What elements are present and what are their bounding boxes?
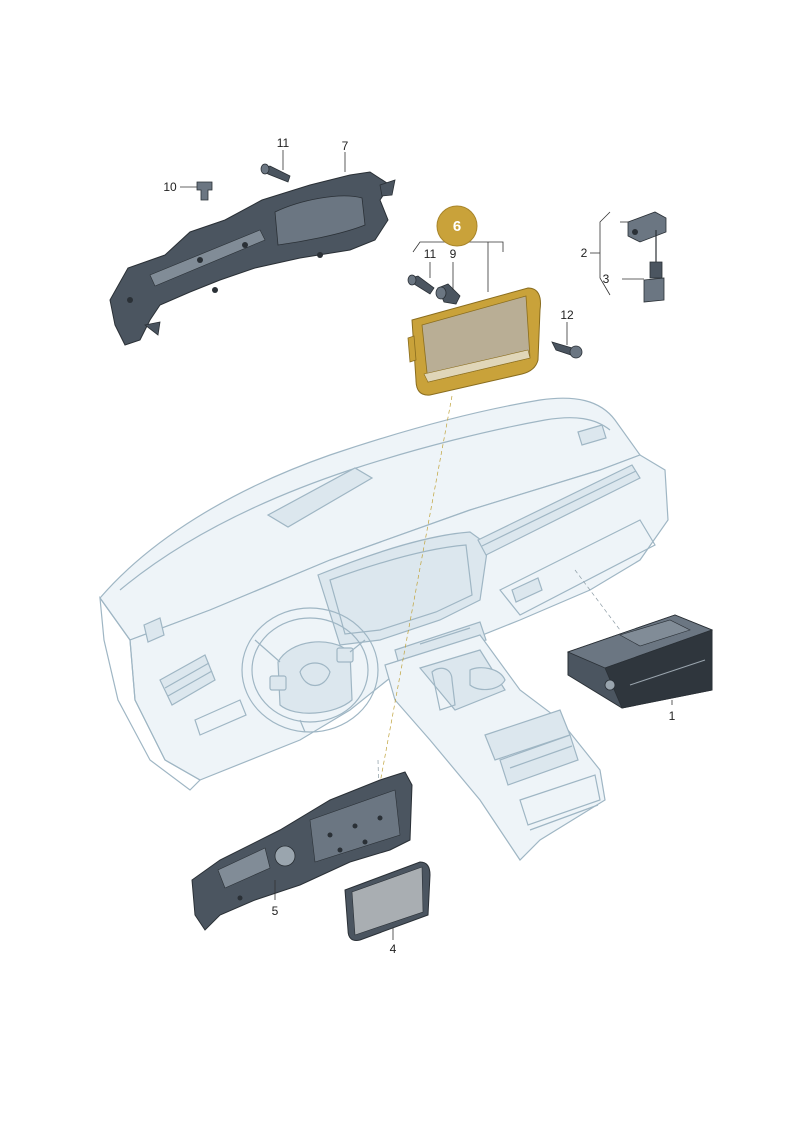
cluster-housing (317, 531, 489, 646)
callout-11-middle[interactable]: 11 (424, 247, 437, 261)
dashboard-top-surface (99, 397, 641, 641)
callout-labels: 11 7 10 11 9 12 2 3 1 5 4 (163, 136, 675, 956)
passenger-vent-strip (477, 464, 641, 556)
callout-1[interactable]: 1 (669, 709, 676, 723)
console-storage (519, 774, 601, 826)
part-4-cluster-display (344, 861, 431, 941)
callout-2[interactable]: 2 (581, 246, 588, 260)
leader-lines (180, 150, 673, 940)
callout-3[interactable]: 3 (603, 272, 610, 286)
part-5-cluster-carrier (191, 771, 413, 931)
highlight-label-6: 6 (453, 218, 461, 235)
part-11-screw-middle (407, 274, 435, 295)
rear-vents (499, 734, 579, 786)
callout-5[interactable]: 5 (272, 904, 279, 918)
part-2-bracket (627, 211, 667, 262)
glovebox-handle (511, 577, 543, 603)
left-switch-panel (194, 699, 247, 736)
light-switch (143, 617, 165, 643)
steering-wheel (241, 607, 379, 733)
callout-11-upper[interactable]: 11 (277, 136, 290, 150)
part-12-screw (551, 341, 583, 359)
dashboard-upper-edge (119, 417, 611, 591)
callout-4[interactable]: 4 (390, 942, 397, 956)
defroster-vent (266, 467, 374, 528)
part-11-screw-upper (260, 163, 291, 183)
callout-9[interactable]: 9 (450, 247, 457, 261)
cupholder (469, 667, 506, 691)
part-3-connector (643, 261, 665, 303)
part-6-display (407, 287, 541, 396)
part-1-control-unit (566, 614, 714, 709)
part-10-clip (196, 181, 213, 201)
callout-10[interactable]: 10 (163, 180, 177, 194)
left-end-panel (99, 595, 201, 791)
highlight-badge-6[interactable]: 6 (436, 205, 478, 247)
part-9-nut (435, 283, 461, 305)
callout-12[interactable]: 12 (560, 308, 574, 322)
dashboard-assembly (99, 397, 669, 861)
glovebox-panel (499, 519, 656, 616)
guide-line-display (374, 395, 453, 811)
top-vent-right (577, 424, 607, 446)
gear-selector (431, 667, 456, 711)
callout-7[interactable]: 7 (342, 139, 349, 153)
part-7-carrier (109, 171, 396, 346)
cluster-screen (329, 544, 473, 635)
guide-line-unit-1 (574, 569, 621, 631)
console-controls (418, 649, 506, 711)
